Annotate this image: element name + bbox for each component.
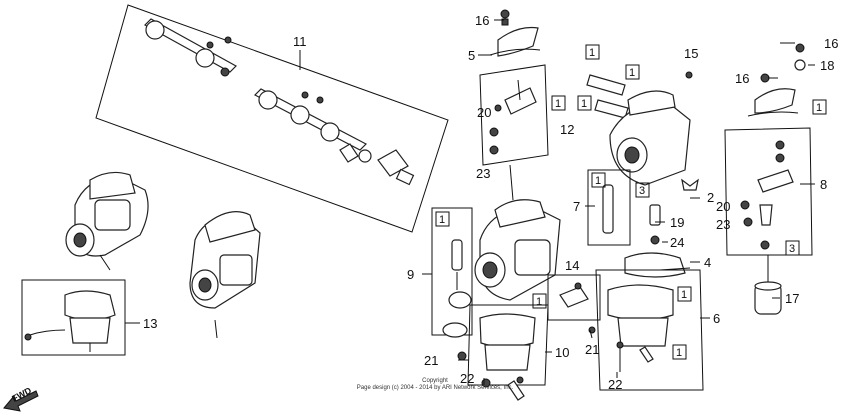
callout-17: 17	[785, 291, 799, 306]
link-lever-assembly-8	[724, 127, 813, 256]
svg-text:1: 1	[536, 296, 542, 308]
float-bowl-assembly-13	[21, 279, 126, 356]
svg-text:1: 1	[629, 67, 635, 79]
boxed-reference-labels: 1 1 1 1 1 1 3 1 3 1 1 1	[435, 44, 827, 360]
callout-21: 21	[424, 353, 438, 368]
accelerator-pump-assembly-14	[547, 274, 601, 334]
boxed-label-1: 1	[812, 99, 827, 115]
throttle-link-assembly	[95, 4, 449, 233]
callout-7: 7	[573, 199, 580, 214]
callout-2: 2	[707, 190, 714, 205]
diaphragm-4	[624, 252, 691, 278]
callout-4: 4	[704, 255, 711, 270]
svg-text:1: 1	[555, 98, 561, 110]
callout-23: 23	[716, 217, 730, 232]
callout-22: 22	[608, 377, 622, 392]
boxed-label-3: 3	[785, 240, 800, 256]
callout-9: 9	[407, 267, 414, 282]
boxed-label-1: 1	[625, 64, 640, 80]
callout-16: 16	[735, 71, 749, 86]
callout-21: 21	[585, 342, 599, 357]
callout-19: 19	[670, 215, 684, 230]
callout-5: 5	[468, 48, 475, 63]
piston-17	[754, 255, 782, 315]
callout-8: 8	[820, 177, 827, 192]
float-bowl-assembly-10	[467, 304, 549, 401]
callout-15: 15	[684, 46, 698, 61]
callout-12: 12	[560, 122, 574, 137]
leader-lines	[125, 19, 815, 385]
callout-23: 23	[476, 166, 490, 181]
jet-needle-assembly-9	[431, 207, 473, 361]
svg-text:1: 1	[589, 47, 595, 59]
float-bowl-assembly-6	[595, 269, 704, 391]
callout-11: 11	[293, 34, 307, 49]
boxed-label-1: 1	[435, 211, 450, 227]
carburetor-assembly-center-left	[189, 211, 261, 339]
callout-10: 10	[555, 345, 569, 360]
callout-6: 6	[713, 311, 720, 326]
top-cover-assembly-right	[747, 43, 806, 117]
svg-text:1: 1	[581, 98, 587, 110]
boxed-label-3: 3	[635, 182, 650, 198]
boxed-label-1: 1	[677, 286, 692, 302]
carburetor-assembly-left	[65, 171, 149, 271]
svg-text:3: 3	[789, 243, 795, 255]
callout-22: 22	[460, 371, 474, 386]
svg-text:1: 1	[676, 347, 682, 359]
forward-arrow: FWD	[3, 385, 39, 412]
callout-20: 20	[716, 199, 730, 214]
svg-text:1: 1	[595, 175, 601, 187]
copyright-line-1: Copyright	[422, 378, 448, 384]
callout-18: 18	[820, 58, 834, 73]
callout-20: 20	[477, 105, 491, 120]
callout-14: 14	[565, 258, 579, 273]
callout-16: 16	[824, 36, 838, 51]
boxed-label-1: 1	[585, 44, 600, 60]
boxed-label-1: 1	[577, 95, 592, 111]
copyright-line-2: Page design (c) 2004 - 2014 by ARI Netwo…	[356, 385, 514, 391]
copyright-notice: Copyright Page design (c) 2004 - 2014 by…	[330, 378, 540, 392]
callout-numbers: 11 16 5 20 12 23 15 16 16 18 2 8 7 19 20…	[143, 13, 838, 392]
boxed-label-1: 1	[551, 95, 566, 111]
svg-text:1: 1	[439, 214, 445, 226]
boxed-label-1: 1	[672, 344, 687, 360]
callout-24: 24	[670, 235, 684, 250]
carburetor-assembly-right-upper	[586, 71, 699, 246]
boxed-label-1: 1	[591, 172, 606, 188]
carburetor-assembly-center	[474, 164, 561, 301]
callout-16: 16	[475, 13, 489, 28]
svg-text:3: 3	[639, 185, 645, 197]
svg-text:1: 1	[681, 289, 687, 301]
svg-text:1: 1	[816, 102, 822, 114]
top-cover-assembly	[479, 9, 549, 166]
callout-13: 13	[143, 316, 157, 331]
boxed-label-1: 1	[532, 293, 547, 309]
